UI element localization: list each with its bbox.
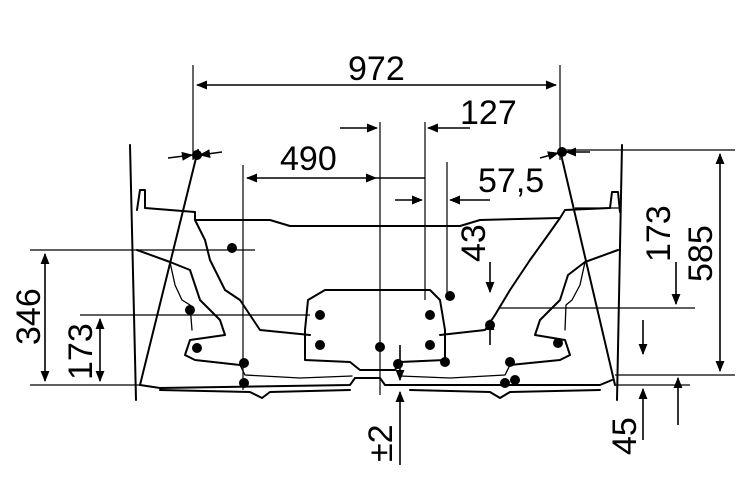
dim-45-label: 45 bbox=[606, 417, 644, 455]
body-section-outline bbox=[136, 189, 621, 399]
dim-tolerance-label: ±2 bbox=[362, 424, 400, 462]
dim-43-label: 43 bbox=[455, 224, 493, 262]
dim-173-left-label: 173 bbox=[62, 323, 100, 380]
dim-173-right-label: 173 bbox=[640, 205, 678, 262]
dim-490-label: 490 bbox=[280, 140, 337, 178]
outer-frame bbox=[129, 144, 623, 401]
dim-127-label: 127 bbox=[460, 94, 517, 132]
dim-585-label: 585 bbox=[682, 225, 720, 282]
dim-346-label: 346 bbox=[10, 288, 48, 345]
dim-57-5-label: 57,5 bbox=[478, 162, 544, 200]
extension-lines bbox=[30, 65, 735, 395]
dim-972-label: 972 bbox=[348, 50, 405, 88]
dimension-lines bbox=[40, 80, 725, 465]
